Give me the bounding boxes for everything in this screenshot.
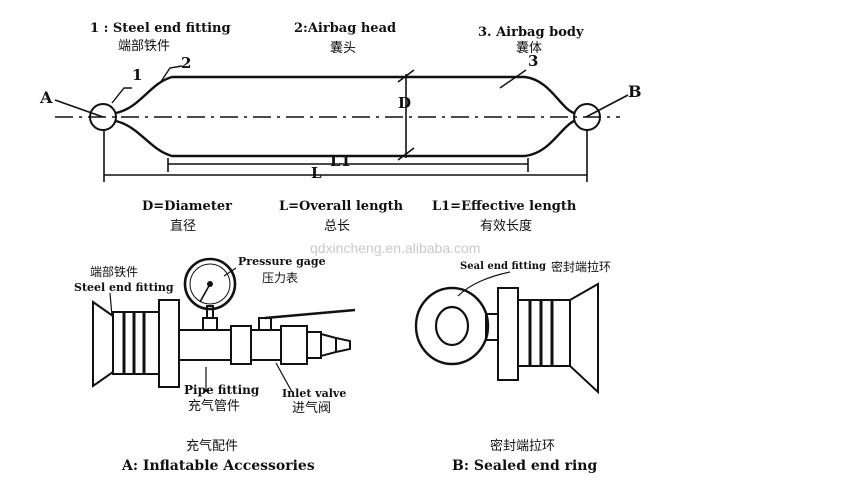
seal-end-fitting-label: Seal end fitting xyxy=(460,261,547,272)
seal-caption-cn: 密封端拉环 xyxy=(490,439,556,454)
legend-overall-length: L=Overall length xyxy=(279,199,404,214)
airbag-diagram xyxy=(54,65,629,182)
legend-diameter: D=Diameter xyxy=(142,199,232,214)
label-steel-end-fitting-cn: 端部铁件 xyxy=(118,39,171,54)
inflatable-accessories xyxy=(92,257,356,393)
valve-nut xyxy=(230,325,252,365)
label-airbag-body: 3. Airbag body xyxy=(478,25,584,40)
legend-overall-length-cn: 总长 xyxy=(324,219,351,234)
legend-diameter-cn: 直径 xyxy=(170,219,197,234)
seal-grooved-fitting xyxy=(517,299,571,367)
callout-1: 1 xyxy=(132,66,143,84)
airbag-outline-top xyxy=(115,75,575,115)
seal-flange xyxy=(497,287,519,381)
pressure-gauge xyxy=(183,257,237,311)
acc-pressure-gage: Pressure gage xyxy=(238,255,326,268)
seal-caption: B: Sealed end ring xyxy=(452,458,598,474)
acc-caption-cn: 充气配件 xyxy=(186,439,239,454)
valve-body xyxy=(250,329,282,361)
acc-pressure-gage-cn: 压力表 xyxy=(262,271,299,285)
acc-pipe-fitting-cn: 充气管件 xyxy=(188,399,241,414)
seal-end-fitting-label-cn: 密封端拉环 xyxy=(551,260,612,274)
dimension-l1-label: L1 xyxy=(330,152,351,170)
grooved-fitting xyxy=(112,311,160,375)
hose-barb xyxy=(320,332,351,358)
gauge-needle xyxy=(199,283,211,303)
dimension-l-label: L xyxy=(311,164,322,182)
hose-nut xyxy=(280,325,308,365)
airbag-outline-bottom xyxy=(115,119,575,158)
legend-effective-length-cn: 有效长度 xyxy=(480,219,533,234)
mark-b: B xyxy=(628,82,642,101)
acc-steel-fitting: Steel end fitting xyxy=(74,281,174,294)
label-airbag-head: 2:Airbag head xyxy=(294,21,397,36)
mark-a: A xyxy=(40,88,53,107)
pointer-a xyxy=(54,99,104,118)
acc-inlet-valve: Inlet valve xyxy=(282,387,347,400)
label-airbag-head-cn: 囊头 xyxy=(330,41,357,56)
acc-caption: A: Inflatable Accessories xyxy=(122,458,315,474)
end-fitting-a xyxy=(89,103,117,131)
label-airbag-body-cn: 囊体 xyxy=(516,41,543,56)
pull-ring xyxy=(414,286,490,366)
pipe xyxy=(178,329,232,361)
acc-steel-fitting-cn: 端部铁件 xyxy=(90,265,139,279)
flange-cone xyxy=(92,300,114,388)
seal-cone xyxy=(569,282,599,395)
watermark: qdxincheng.en.alibaba.com xyxy=(310,240,481,256)
collar xyxy=(158,299,180,388)
callout-2: 2 xyxy=(181,54,192,72)
acc-inlet-valve-cn: 进气阀 xyxy=(292,401,332,416)
acc-pipe-fitting: Pipe fitting xyxy=(184,383,260,397)
legend-effective-length: L1=Effective length xyxy=(432,199,577,214)
valve-handle xyxy=(264,308,356,320)
label-steel-end-fitting: 1 : Steel end fitting xyxy=(90,21,231,36)
pointer-b xyxy=(585,94,629,118)
callout-3: 3 xyxy=(528,52,539,70)
dimension-d-label: D xyxy=(398,94,412,112)
sealed-end-ring xyxy=(414,271,599,395)
